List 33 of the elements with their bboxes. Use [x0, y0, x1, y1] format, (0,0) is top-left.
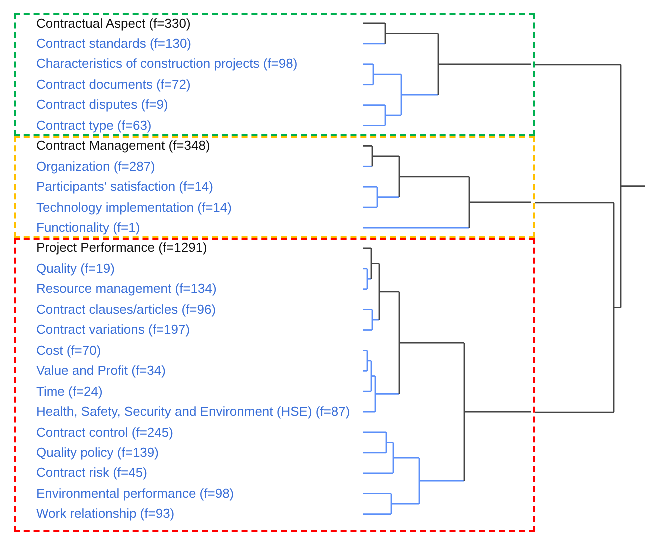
category-label: Time (f=24) [36, 384, 103, 400]
connector-line [614, 307, 621, 308]
group-heading: Contract Management (f=348) [36, 138, 210, 154]
category-label: Organization (f=287) [36, 158, 156, 175]
category-label: Contract clauses/articles (f=96) [36, 302, 216, 318]
dashed-group-box [14, 238, 535, 532]
connector-line [535, 64, 621, 66]
category-label: Resource management (f=134) [36, 281, 217, 298]
category-label: Contract standards (f=130) [36, 36, 192, 52]
category-label: Technology implementation (f=14) [36, 200, 232, 216]
category-label: Work relationship (f=93) [36, 506, 175, 522]
category-label: Contract control (f=245) [36, 424, 174, 440]
dashed-group-box [14, 136, 535, 238]
category-label: Characteristics of construction projects (f=98) [36, 56, 298, 72]
category-label: Participants' satisfaction (f=14) [36, 179, 214, 196]
group-heading: Contractual Aspect (f=330) [36, 16, 191, 32]
category-label: Contract type (f=63) [36, 118, 152, 134]
connector-line [621, 186, 645, 188]
category-label: Contract disputes (f=9) [36, 97, 168, 114]
category-label: Contract risk (f=45) [36, 465, 148, 482]
category-label: Quality policy (f=139) [36, 444, 159, 461]
dashed-group-box [14, 13, 535, 136]
group-heading: Project Performance (f=1291) [36, 240, 208, 256]
category-label: Contract variations (f=197) [36, 322, 190, 338]
category-label: Quality (f=19) [36, 260, 115, 277]
category-label: Cost (f=70) [36, 342, 102, 359]
connector-line [535, 202, 614, 204]
category-label: Value and Profit (f=34) [36, 363, 166, 380]
category-label: Functionality (f=1) [36, 220, 140, 236]
category-label: Health, Safety, Security and Environment (HSE) (f=87) [36, 404, 350, 420]
connector-line [535, 412, 614, 414]
category-label: Environmental performance (f=98) [36, 486, 234, 502]
category-label: Contract documents (f=72) [36, 76, 191, 93]
